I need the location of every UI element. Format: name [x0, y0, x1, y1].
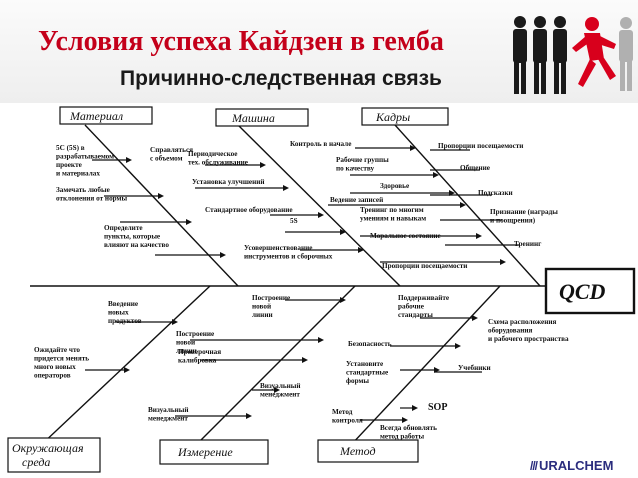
category-label-method: Метод [339, 444, 376, 458]
bone-machine [237, 124, 401, 287]
cause-personnel-6: Моральное состояние [370, 232, 441, 240]
bone-personnel [394, 124, 541, 287]
bone-material [84, 124, 239, 287]
slide-header [0, 0, 638, 103]
cause-personnel-8: Пропорции посещаемости [438, 142, 523, 150]
category-box-personnel [361, 107, 449, 126]
cause-machine-4: 5S [290, 217, 298, 225]
cause-personnel-12: Тренинг [514, 240, 542, 248]
effect-label: QCD [559, 279, 606, 304]
cause-machine-2: Установка улучшений [192, 178, 265, 186]
category-box-measurement [159, 439, 269, 465]
cause-method-3: Безопасность [348, 340, 392, 348]
cause-personnel-7: Пропорции посещаемости [382, 262, 467, 270]
bone-measurement [194, 285, 356, 447]
effect-box [544, 267, 636, 315]
category-label-environment-line1: Окружающая [12, 441, 84, 455]
cause-personnel-1: Контроль в начале [290, 140, 351, 148]
cause-personnel-10: Подсказки [478, 189, 513, 197]
bone-method [349, 285, 501, 447]
slide-title: Условия успеха Кайдзен в гемба [38, 26, 444, 57]
category-box-environment [7, 437, 101, 473]
category-label-measurement: Измерение [177, 445, 233, 459]
category-label-machine: Машина [231, 111, 275, 125]
cause-method-6: SOP [428, 402, 447, 413]
cause-method-5: Учебники [458, 364, 491, 372]
category-label-personnel: Кадры [375, 110, 410, 124]
cause-personnel-4: Ведение записей [330, 196, 383, 204]
people-line-illustration [513, 16, 633, 94]
category-box-material [59, 106, 153, 125]
uralchem-logo: ///URALCHEM [530, 458, 614, 473]
category-box-method [317, 439, 419, 463]
cause-personnel-9: Общение [460, 164, 490, 172]
cause-personnel-3: Здоровье [380, 182, 409, 190]
bone-environment [39, 285, 211, 447]
category-box-machine [215, 108, 309, 127]
category-label-environment-line2: среда [22, 455, 50, 469]
category-label-material: Материал [69, 109, 123, 123]
cause-machine-3: Стандартное оборудование [205, 206, 293, 214]
slide-subtitle: Причинно-следственная связь [120, 67, 442, 90]
